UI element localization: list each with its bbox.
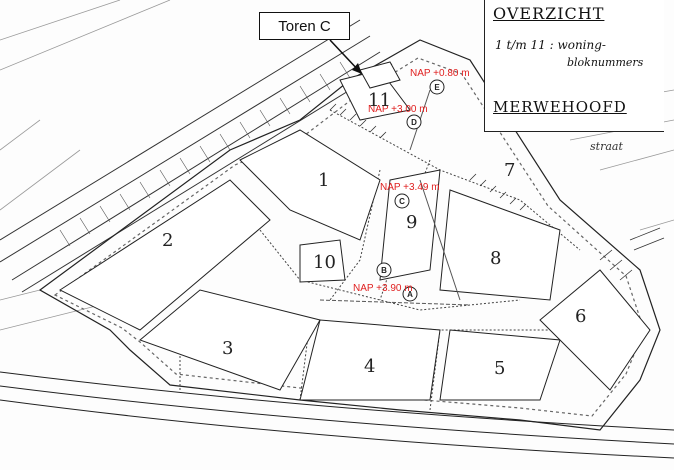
railway-hatching (59, 61, 351, 247)
block-number-6: 6 (575, 306, 586, 327)
block-numbers: 1 2 3 4 5 6 7 8 9 10 11 (162, 90, 586, 379)
block-number-10: 10 (313, 252, 336, 273)
marker-circle-d (406, 114, 422, 130)
nap-label-c: NAP +3.49 m (380, 182, 440, 193)
circle-marker-labels: E D C B A (381, 83, 440, 299)
block-number-4: 4 (364, 356, 375, 377)
marker-circle-a (402, 286, 418, 302)
marker-label-d: D (411, 118, 417, 127)
southern-road (0, 371, 674, 459)
nap-labels: NAP +0.80 m NAP +3.00 m NAP +3.49 m NAP … (353, 68, 470, 294)
block-number-7: 7 (504, 160, 515, 181)
marker-label-b: B (381, 266, 387, 275)
legend-box: OVERZICHT 1 t/m 11 : woning- bloknummers… (484, 0, 664, 132)
nap-label-a: NAP +3.90 m (353, 283, 413, 294)
parking-hatching (329, 103, 665, 281)
block-number-1: 1 (318, 170, 329, 191)
block-number-8: 8 (490, 248, 501, 269)
block-number-11: 11 (368, 90, 391, 111)
marker-label-e: E (434, 83, 440, 92)
nap-label-e: NAP +0.80 m (410, 68, 470, 79)
block-number-9: 9 (406, 212, 417, 233)
block-outlines (58, 61, 651, 401)
marker-label-c: C (399, 197, 405, 206)
callout-leader-arrow (329, 39, 362, 74)
railway (0, 19, 393, 293)
marker-label-a: A (407, 290, 413, 299)
circle-markers (376, 79, 445, 302)
toren-c-callout: Toren C (259, 12, 350, 40)
nap-label-d: NAP +3.00 m (368, 104, 428, 115)
block-number-3: 3 (222, 338, 233, 359)
marker-circle-b (376, 262, 392, 278)
legend-line-2: bloknummers (567, 56, 644, 69)
marker-circle-e (429, 79, 445, 95)
street-name-fragment: straat (590, 140, 623, 153)
legend-title: OVERZICHT (493, 4, 605, 23)
legend-line-1: 1 t/m 11 : woning- (495, 38, 606, 52)
legend-project-name: MERWEHOOFD (493, 98, 627, 116)
block-number-2: 2 (162, 230, 173, 251)
block-number-5: 5 (494, 358, 505, 379)
marker-circle-c (394, 193, 410, 209)
toren-c-label: Toren C (278, 17, 331, 35)
